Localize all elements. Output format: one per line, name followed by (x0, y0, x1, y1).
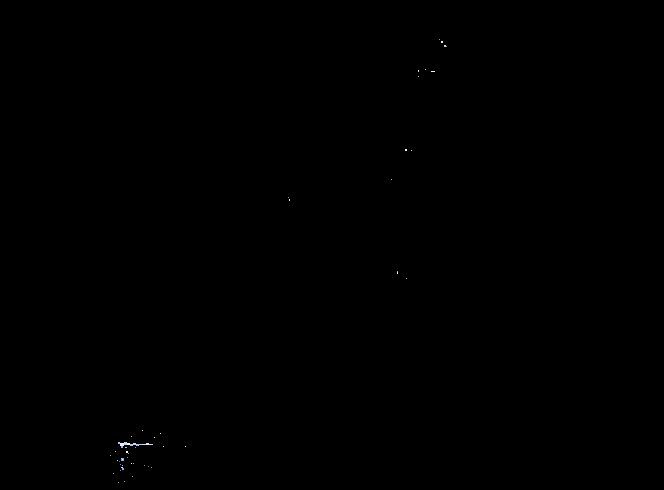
star-point (391, 179, 392, 180)
cluster-point (151, 467, 152, 468)
cluster-point (154, 437, 155, 438)
cluster-point (149, 444, 153, 445)
cluster-point (118, 442, 120, 444)
cluster-point (139, 444, 142, 445)
star-point (406, 278, 407, 279)
cluster-point (185, 446, 186, 447)
cluster-point (163, 446, 164, 447)
cluster-point (120, 443, 124, 446)
cluster-point (124, 442, 127, 445)
cluster-point (144, 465, 145, 466)
cluster-point (113, 473, 114, 474)
cluster-point (121, 467, 123, 468)
star-point (446, 46, 447, 47)
cluster-point (122, 465, 123, 466)
cluster-point (122, 468, 124, 470)
cluster-point (117, 460, 118, 461)
star-point (418, 70, 419, 72)
star-point (441, 41, 443, 43)
cluster-point (120, 470, 121, 471)
star-point (288, 197, 289, 198)
cluster-point (127, 443, 130, 445)
cluster-point (132, 476, 133, 477)
cluster-point (146, 443, 149, 445)
cluster-point (120, 464, 121, 465)
cluster-point (131, 436, 132, 437)
star-point (418, 76, 419, 77)
star-point (411, 150, 412, 151)
cluster-point (133, 443, 136, 445)
star-point (289, 199, 290, 201)
cluster-point (130, 444, 133, 446)
cluster-point (126, 451, 128, 453)
cluster-point (124, 481, 125, 482)
cluster-point (118, 482, 119, 483)
star-point (444, 45, 446, 47)
cluster-point (119, 461, 120, 462)
cluster-point (121, 446, 123, 448)
cluster-point (135, 447, 136, 448)
cluster-point (133, 463, 134, 464)
cluster-point (148, 466, 149, 467)
star-point (425, 69, 426, 70)
cluster-point (128, 453, 129, 454)
cluster-point (131, 463, 132, 464)
cluster-point (115, 451, 116, 452)
cluster-point (122, 459, 123, 460)
cluster-point (125, 447, 127, 448)
star-point (439, 39, 440, 40)
cluster-point (142, 430, 143, 431)
star-point (431, 71, 435, 72)
cluster-point (142, 444, 146, 445)
cluster-point (160, 433, 161, 434)
cluster-point (110, 455, 111, 456)
star-point (405, 149, 407, 151)
cluster-point (136, 444, 139, 446)
star-point (397, 272, 398, 274)
star-point (397, 271, 398, 272)
cluster-point (127, 457, 128, 458)
